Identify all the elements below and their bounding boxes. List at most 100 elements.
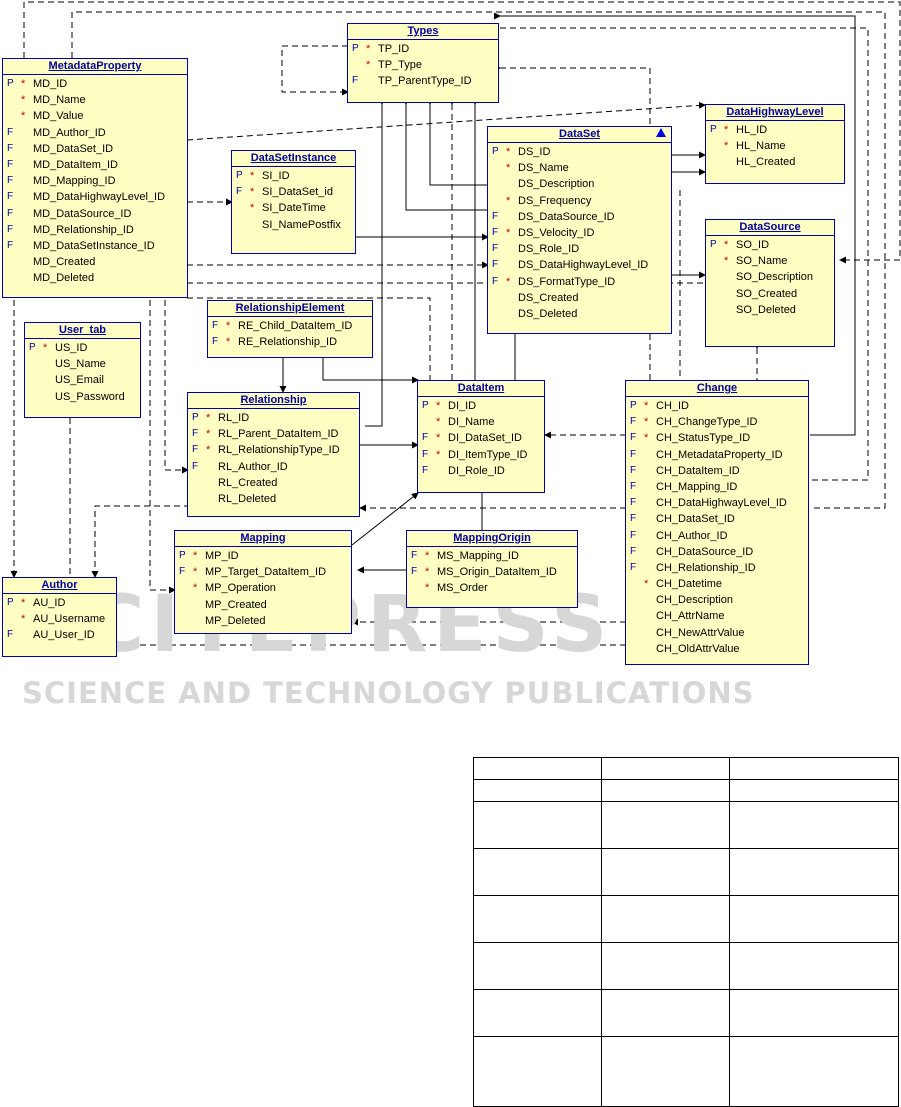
attribute-name: MD_Mapping_ID (33, 175, 116, 188)
attribute-row: RL_Created (188, 475, 359, 491)
mandatory-flag: * (193, 550, 198, 562)
attribute-name: CH_AttrName (656, 610, 725, 623)
attribute-name: DI_ItemType_ID (448, 448, 528, 461)
attribute-row: F*RL_Parent_DataItem_ID (188, 426, 359, 442)
attribute-row: F*RL_RelationshipType_ID (188, 442, 359, 458)
attribute-row: P*SI_ID (232, 168, 355, 184)
entity-title: Mapping (175, 531, 351, 547)
key-flag: P (422, 400, 429, 411)
attribute-row: F*DS_FormatType_ID (488, 274, 671, 290)
key-flag: F (212, 320, 219, 331)
attribute-name: RE_Relationship_ID (238, 336, 338, 349)
mandatory-flag: * (425, 550, 430, 562)
mandatory-flag: * (436, 400, 441, 412)
entity-title: Change (626, 381, 808, 397)
key-flag: F (630, 529, 637, 541)
mandatory-flag: * (724, 124, 729, 136)
key-flag: F (630, 480, 637, 492)
attribute-name: CH_Relationship_ID (656, 561, 756, 574)
key-flag: F (7, 223, 14, 235)
attribute-name: AU_User_ID (33, 629, 95, 642)
attribute-name: DS_Velocity_ID (518, 226, 595, 239)
key-flag: F (630, 464, 637, 476)
entity-title: Relationship (188, 393, 359, 409)
attribute-name: RL_Deleted (218, 492, 277, 505)
attribute-name: MP_ID (205, 550, 239, 562)
mandatory-flag: * (644, 400, 649, 412)
attribute-name: MS_Origin_DataItem_ID (437, 566, 557, 579)
attribute-row: HL_Created (706, 154, 844, 170)
entity-title: MappingOrigin (407, 531, 577, 547)
mandatory-flag: * (21, 110, 26, 123)
attribute-row: F*MS_Origin_DataItem_ID (407, 564, 577, 580)
attribute-name: MD_Value (33, 110, 84, 123)
key-flag: F (492, 226, 499, 238)
attribute-name: DI_DataSet_ID (448, 432, 522, 445)
attribute-name: CH_ID (656, 400, 690, 412)
key-flag: P (192, 412, 199, 423)
attribute-name: HL_Name (736, 140, 786, 153)
watermark-subtitle: SCIENCE AND TECHNOLOGY PUBLICATIONS (22, 676, 755, 710)
mandatory-flag: * (21, 94, 26, 107)
entity-title: DataSetInstance (232, 151, 355, 167)
entity-title: DataSet (488, 127, 671, 143)
attribute-name: DS_Frequency (518, 194, 592, 207)
mandatory-flag: * (724, 255, 729, 268)
key-flag: F (7, 207, 14, 219)
attribute-name: CH_Mapping_ID (656, 480, 738, 493)
attribute-name: TP_ID (378, 43, 410, 55)
attribute-name: CH_MetadataProperty_ID (656, 448, 783, 461)
mandatory-flag: * (226, 336, 231, 349)
entity-title: DataItem (418, 381, 544, 397)
attribute-row: F*DI_DataSet_ID (418, 430, 544, 446)
attribute-row: P*DS_ID (488, 144, 671, 160)
key-flag: P (630, 400, 637, 411)
key-flag: F (192, 460, 199, 472)
attribute-row: DS_Description (488, 176, 671, 192)
key-flag: F (422, 448, 429, 460)
attribute-name: HL_Created (736, 156, 796, 169)
attribute-row: MD_Created (3, 254, 187, 270)
attribute-name: MS_Mapping_ID (437, 550, 519, 562)
mandatory-flag: * (644, 432, 649, 445)
key-flag: P (352, 43, 359, 54)
attribute-name: MD_DataHighwayLevel_ID (33, 191, 166, 204)
mandatory-flag: * (506, 226, 511, 239)
attribute-row: CH_NewAttrValue (626, 625, 808, 641)
attribute-name: CH_Description (656, 594, 734, 607)
attribute-name: MP_Created (205, 598, 267, 611)
attribute-name: SI_NamePostfix (262, 218, 341, 231)
attribute-row: F * DS_Velocity_ID (488, 225, 671, 241)
attribute-row: *CH_Datetime (626, 576, 808, 592)
attribute-name: TP_ParentType_ID (378, 75, 472, 88)
attribute-name: RL_RelationshipType_ID (218, 444, 340, 457)
mandatory-flag: * (206, 444, 211, 457)
mandatory-flag: * (425, 566, 430, 579)
mandatory-flag: * (21, 597, 26, 609)
